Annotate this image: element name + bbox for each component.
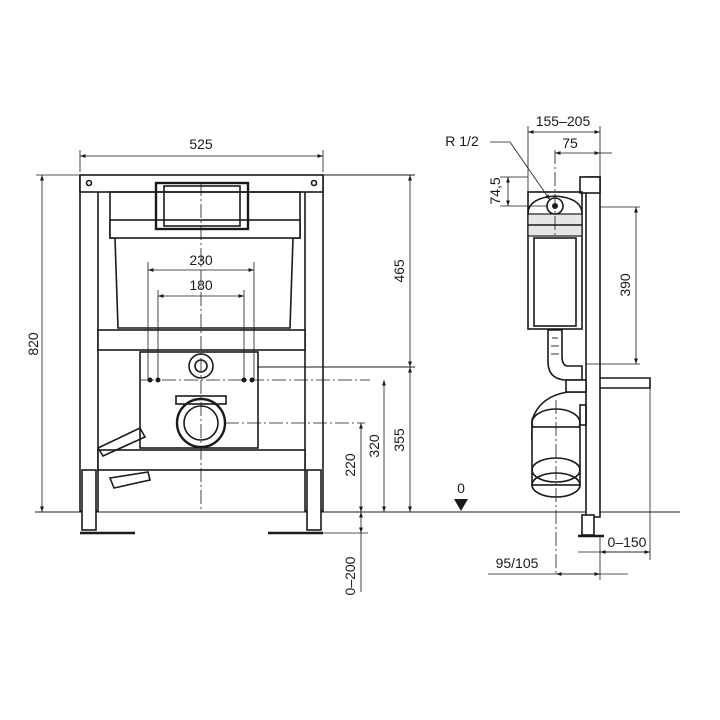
frame-lower-rail — [97, 449, 306, 471]
dim-height-820: 820 — [25, 332, 41, 356]
dim-offset-range: 0–150 — [608, 534, 647, 550]
frame-diagonal-brace — [96, 426, 147, 458]
dim-width: 525 — [189, 136, 213, 152]
side-dimensions: 155–205 75 R 1/2 74,5 390 0 0–150 95/105 — [445, 113, 651, 580]
front-dimensions: 525 230 180 820 465 355 320 220 0–200 — [25, 136, 412, 595]
dim-depth-75: 75 — [562, 135, 578, 151]
label-inlet-thread: R 1/2 — [445, 133, 479, 149]
dim-height-220: 220 — [342, 453, 358, 477]
side-support-plate — [600, 377, 651, 389]
dim-pipe-distance: 95/105 — [496, 555, 539, 571]
label-floor-zero: 0 — [457, 480, 465, 496]
foot-left — [81, 469, 97, 531]
side-frame-post — [585, 176, 601, 518]
dim-foot-adjust: 0–200 — [342, 556, 358, 595]
side-view — [527, 150, 651, 575]
foot-right — [306, 469, 322, 531]
dim-inlet-height: 74,5 — [487, 177, 503, 204]
side-cistern — [527, 191, 583, 330]
floor-mark-icon — [454, 499, 468, 511]
dim-spacing-230: 230 — [189, 252, 213, 268]
frame-middle-rail — [97, 329, 306, 351]
front-view — [79, 174, 415, 535]
dim-height-355: 355 — [391, 428, 407, 452]
side-flush-pipe — [547, 329, 583, 381]
dim-cistern-390: 390 — [617, 273, 633, 297]
frame-left-post — [79, 176, 99, 512]
dim-height-320: 320 — [366, 434, 382, 458]
dim-spacing-180: 180 — [189, 277, 213, 293]
frame-right-post — [304, 176, 324, 512]
dim-depth-range: 155–205 — [536, 113, 591, 129]
flush-plate — [154, 181, 250, 231]
dim-cistern-465: 465 — [391, 259, 407, 283]
